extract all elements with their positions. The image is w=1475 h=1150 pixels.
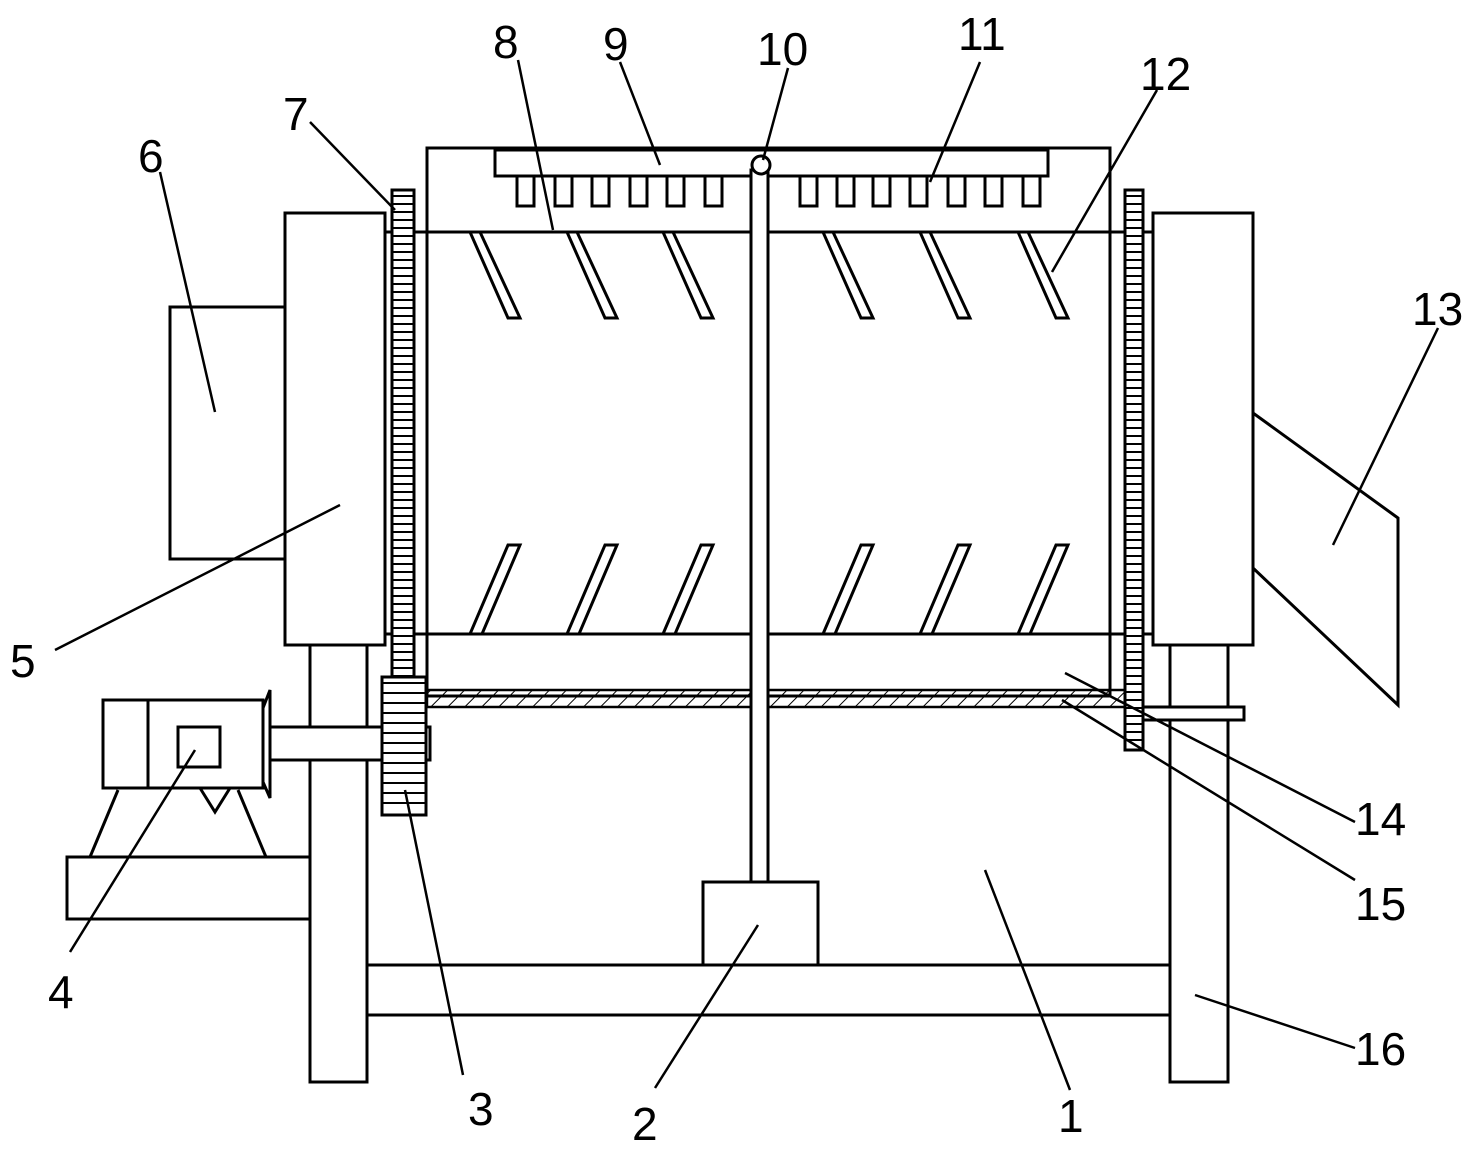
upper-blade — [1015, 230, 1071, 320]
lower-blade — [467, 543, 523, 636]
lower-blade — [917, 543, 973, 636]
upper-blade — [917, 230, 973, 320]
label-13: 13 — [1412, 283, 1463, 335]
nozzle — [590, 174, 611, 208]
left-housing — [168, 211, 387, 647]
nozzle — [798, 174, 819, 208]
label-11: 11 — [958, 8, 1006, 60]
lower-blade — [1015, 543, 1071, 636]
stirring-blades — [467, 230, 1071, 636]
label-7: 7 — [283, 88, 309, 140]
label-6: 6 — [138, 130, 164, 182]
lower-blade — [820, 543, 876, 636]
nozzle — [1021, 174, 1042, 208]
label-10: 10 — [757, 23, 808, 75]
nozzle — [628, 174, 649, 208]
label-9: 9 — [603, 18, 629, 70]
nozzle — [871, 174, 892, 208]
nozzle — [835, 174, 856, 208]
label-15: 15 — [1355, 878, 1406, 930]
label-12: 12 — [1140, 48, 1191, 100]
upper-blade — [564, 230, 620, 320]
nozzle — [553, 174, 574, 208]
drive-motor — [101, 689, 272, 815]
label-1: 1 — [1058, 1090, 1084, 1142]
gear-ring-left — [390, 188, 416, 697]
label-14: 14 — [1355, 793, 1406, 845]
lower-blade — [660, 543, 716, 636]
leader-lines — [54, 59, 1440, 1091]
spray-bar — [493, 148, 1050, 208]
right-housing — [1138, 211, 1400, 722]
drive-gear — [380, 675, 428, 817]
upper-blade — [660, 230, 716, 320]
nozzle — [515, 174, 536, 208]
nozzle — [946, 174, 967, 208]
label-16: 16 — [1355, 1023, 1406, 1075]
label-5: 5 — [10, 635, 36, 687]
label-8: 8 — [493, 16, 519, 68]
label-2: 2 — [632, 1098, 658, 1150]
nozzle — [665, 174, 686, 208]
upper-blade — [820, 230, 876, 320]
label-4: 4 — [48, 966, 74, 1018]
gear-ring-right — [1123, 188, 1145, 752]
label-3: 3 — [468, 1083, 494, 1135]
central-pipe — [749, 154, 772, 884]
filter-screen — [425, 688, 1142, 709]
upper-blade — [467, 230, 523, 320]
water-pump — [701, 880, 820, 967]
motor-base — [65, 789, 312, 921]
nozzle — [908, 174, 929, 208]
nozzle — [703, 174, 724, 208]
lower-blade — [564, 543, 620, 636]
nozzle — [983, 174, 1004, 208]
